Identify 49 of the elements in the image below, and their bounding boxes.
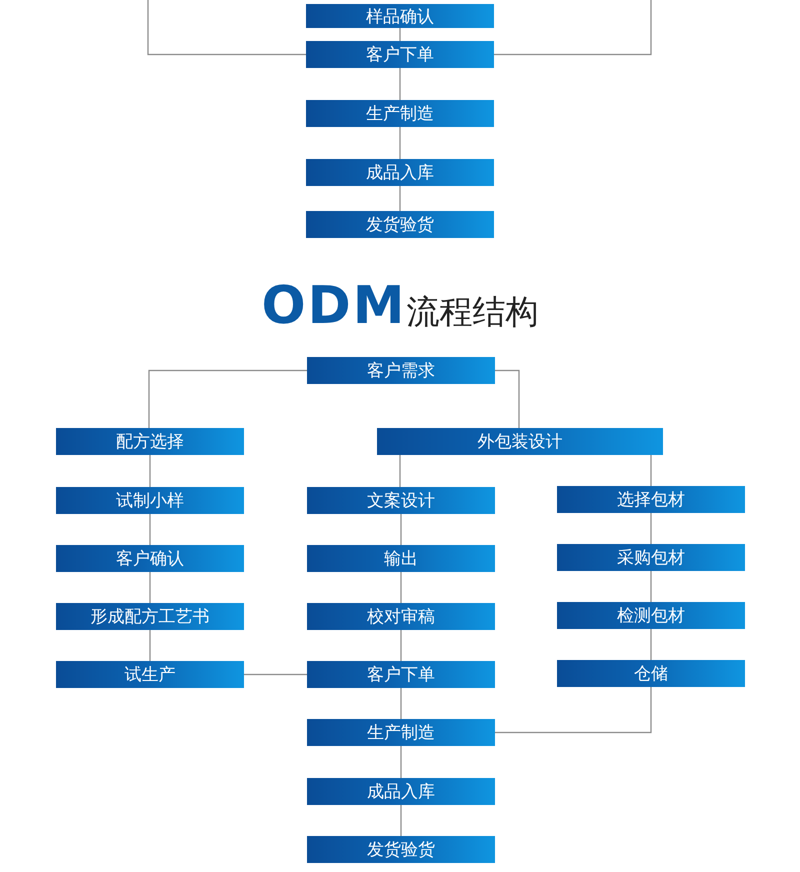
- connector-line: [399, 68, 401, 100]
- connector-line: [399, 186, 401, 211]
- process-box: 选择包材: [557, 486, 745, 513]
- connector-line: [149, 630, 151, 661]
- connector-line: [149, 514, 151, 545]
- process-box: 检测包材: [557, 602, 745, 629]
- process-box: 试制小样: [56, 487, 244, 514]
- connector-line: [650, 571, 652, 602]
- process-box: 输出: [307, 545, 495, 572]
- process-box: 客户下单: [306, 41, 494, 68]
- process-box: 文案设计: [307, 487, 495, 514]
- process-box: 生产制造: [307, 719, 495, 746]
- connector-line: [149, 455, 151, 487]
- process-box: 配方选择: [56, 428, 244, 455]
- connector-line: [399, 455, 401, 487]
- process-box: 成品入库: [306, 159, 494, 186]
- connector-line: [400, 514, 402, 545]
- process-box: 校对审稿: [307, 603, 495, 630]
- connector-line: [400, 572, 402, 603]
- process-box: 发货验货: [307, 836, 495, 863]
- connector-line: [495, 687, 652, 734]
- connector-line: [244, 674, 307, 676]
- process-box: 客户确认: [56, 545, 244, 572]
- connector-line: [400, 688, 402, 719]
- diagram-title: ODM流程结构: [260, 276, 540, 336]
- process-box: 形成配方工艺书: [56, 603, 244, 630]
- process-box: 外包装设计: [377, 428, 663, 455]
- process-box: 采购包材: [557, 544, 745, 571]
- process-box: 生产制造: [306, 100, 494, 127]
- process-box: 客户需求: [307, 357, 495, 384]
- connector-line: [400, 630, 402, 661]
- process-box: 客户下单: [307, 661, 495, 688]
- connector-line: [399, 28, 401, 41]
- connector-line: [494, 0, 652, 56]
- connector-line: [650, 455, 652, 486]
- connector-line: [147, 0, 306, 56]
- connector-line: [148, 370, 307, 428]
- process-box: 样品确认: [306, 4, 494, 28]
- connector-line: [149, 572, 151, 603]
- connector-line: [495, 370, 520, 428]
- process-box: 试生产: [56, 661, 244, 688]
- connector-line: [399, 127, 401, 159]
- process-box: 成品入库: [307, 778, 495, 805]
- connector-line: [400, 805, 402, 836]
- connector-line: [650, 513, 652, 544]
- process-box: 仓储: [557, 660, 745, 687]
- connector-line: [650, 629, 652, 660]
- connector-line: [400, 746, 402, 778]
- process-box: 发货验货: [306, 211, 494, 238]
